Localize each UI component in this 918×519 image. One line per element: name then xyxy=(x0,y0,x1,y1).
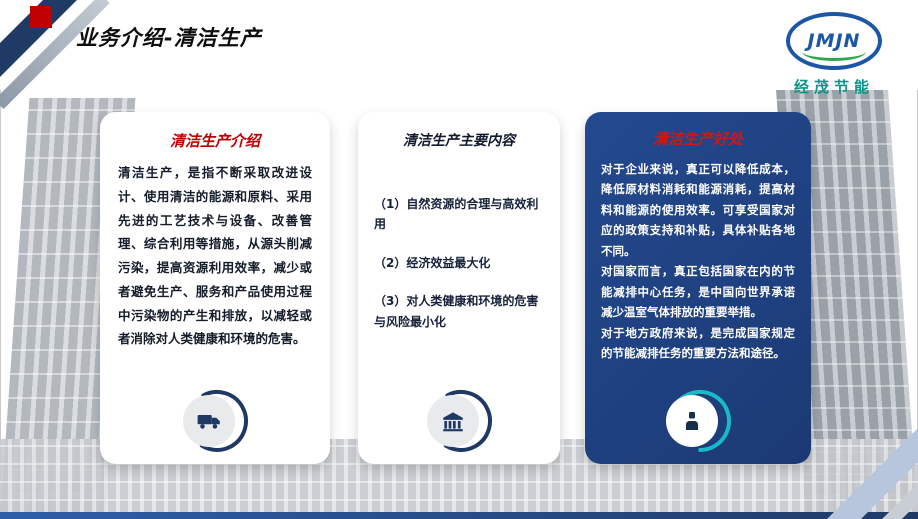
card-main-content: 清洁生产主要内容 （1）自然资源的合理与高效利用 （2）经济效益最大化 （3）对… xyxy=(358,112,560,464)
person-icon-group xyxy=(660,388,736,454)
bottom-accent-bar xyxy=(0,512,918,519)
list-item-1: （1）自然资源的合理与高效利用 xyxy=(374,197,539,232)
card-intro-body: 清洁生产，是指不断采取改进设计、使用清洁的能源和原料、采用先进的工艺技术与设备、… xyxy=(118,165,312,347)
warehouse-icon xyxy=(427,395,479,447)
person-icon xyxy=(666,395,718,447)
title-bullet-square xyxy=(30,6,52,28)
card-clean-production-intro: 清洁生产介绍 清洁生产，是指不断采取改进设计、使用清洁的能源和原料、采用先进的工… xyxy=(100,112,330,464)
card-benefits: 清洁生产好处 对于企业来说，真正可以降低成本，降低原材料消耗和能源消耗，提高材料… xyxy=(585,112,811,464)
truck-icon-group xyxy=(177,388,253,454)
company-logo: JMJN 经茂节能 xyxy=(776,12,892,97)
header-background xyxy=(0,0,918,90)
logo-company-name: 经茂节能 xyxy=(793,78,874,96)
card-benefits-title: 清洁生产好处 xyxy=(652,130,743,148)
page-title: 业务介绍-清洁生产 xyxy=(76,26,262,50)
list-item-3: （3）对人类健康和环境的危害与风险最小化 xyxy=(374,294,539,329)
card-intro-title: 清洁生产介绍 xyxy=(169,132,260,150)
benefits-paragraph-1: 对于企业来说，真正可以降低成本，降低原材料消耗和能源消耗，提高材料和能源的使用效… xyxy=(601,162,795,258)
list-item-2: （2）经济效益最大化 xyxy=(374,255,491,270)
card-benefits-body: 对于企业来说，真正可以降低成本，降低原材料消耗和能源消耗，提高材料和能源的使用效… xyxy=(601,159,795,364)
card-content-title: 清洁生产主要内容 xyxy=(403,133,515,149)
logo-oval: JMJN xyxy=(786,12,882,70)
content-list: （1）自然资源的合理与高效利用 （2）经济效益最大化 （3）对人类健康和环境的危… xyxy=(374,194,544,332)
truck-icon xyxy=(183,395,235,447)
benefits-paragraph-3: 对于地方政府来说，是完成国家规定的节能减排任务的重要方法和途径。 xyxy=(601,325,795,361)
warehouse-icon-group xyxy=(421,388,497,454)
logo-text: JMJN xyxy=(807,30,861,52)
benefits-paragraph-2: 对国家而言，真正包括国家在内的节能减排中心任务，是中国向世界承诺减少温室气体排放… xyxy=(601,264,795,320)
